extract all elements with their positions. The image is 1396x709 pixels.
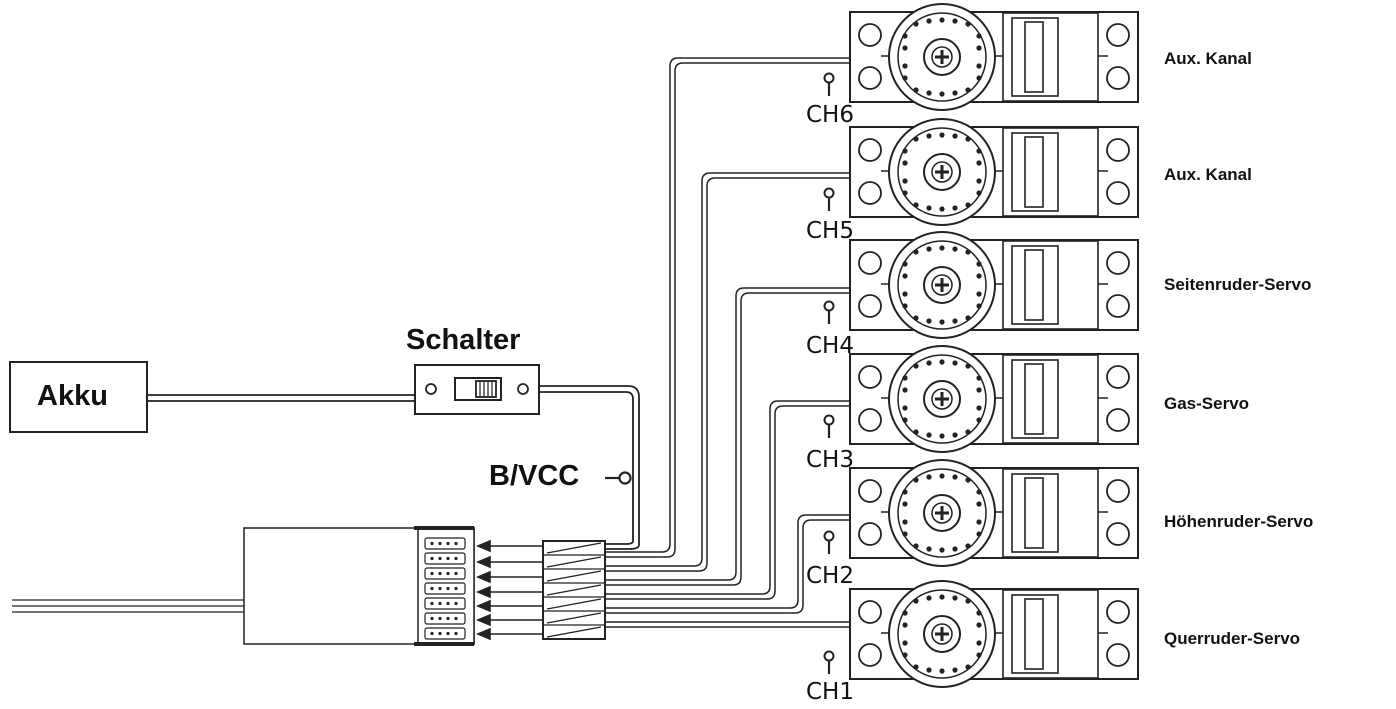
servo-ch1-label: Querruder-Servo: [1164, 629, 1301, 648]
ch4-label: CH4: [806, 333, 854, 359]
ch5-label: CH5: [806, 218, 854, 244]
cable-ch5: [605, 172, 855, 572]
servo-cables: [605, 57, 855, 628]
ch4-pin-icon: [823, 300, 835, 312]
connector-arrows: [475, 539, 543, 641]
servo-ch6-label: Aux. Kanal: [1164, 49, 1252, 68]
cable-ch1: [605, 621, 855, 628]
servo-ch4: [823, 231, 1139, 339]
battery-switch-wire: [147, 394, 415, 402]
servo-ch2-label: Höhenruder-Servo: [1164, 512, 1314, 531]
servo-ch4-label: Seitenruder-Servo: [1164, 275, 1312, 294]
cable-ch4: [605, 287, 855, 586]
servo-ch5: [823, 118, 1139, 226]
servo-ch2: [823, 459, 1139, 567]
switch-body: [414, 364, 540, 415]
ch3-label: CH3: [806, 447, 854, 473]
ch1-pin-icon: [823, 650, 835, 662]
cable-ch3: [605, 400, 855, 600]
receiver: [12, 526, 475, 646]
receiver-pin-dots: [430, 541, 458, 636]
cable-ch6: [605, 57, 855, 558]
servo-ch5-label: Aux. Kanal: [1164, 165, 1252, 184]
switch-label: Schalter: [406, 324, 521, 356]
bvcc-label: B/VCC: [489, 460, 580, 492]
servo-ch3: [823, 345, 1139, 453]
battery-label: Akku: [37, 380, 108, 412]
bvcc-pin-symbol: [605, 471, 632, 485]
servo-ch6: [823, 3, 1139, 111]
connector-block: [542, 540, 606, 640]
servo-ch1: [823, 580, 1139, 688]
ch2-label: CH2: [806, 563, 854, 589]
cable-ch2: [605, 514, 855, 614]
ch1-label: CH1: [806, 679, 854, 705]
switch-output-wire: [539, 385, 640, 550]
ch6-label: CH6: [806, 102, 854, 128]
battery-box: [9, 361, 148, 433]
receiver-pin-rows: [424, 537, 466, 640]
ch2-pin-icon: [823, 530, 835, 542]
ch6-pin-icon: [823, 72, 835, 84]
servo-ch3-label: Gas-Servo: [1164, 394, 1250, 413]
ch3-pin-icon: [823, 414, 835, 426]
ch5-pin-icon: [823, 187, 835, 199]
